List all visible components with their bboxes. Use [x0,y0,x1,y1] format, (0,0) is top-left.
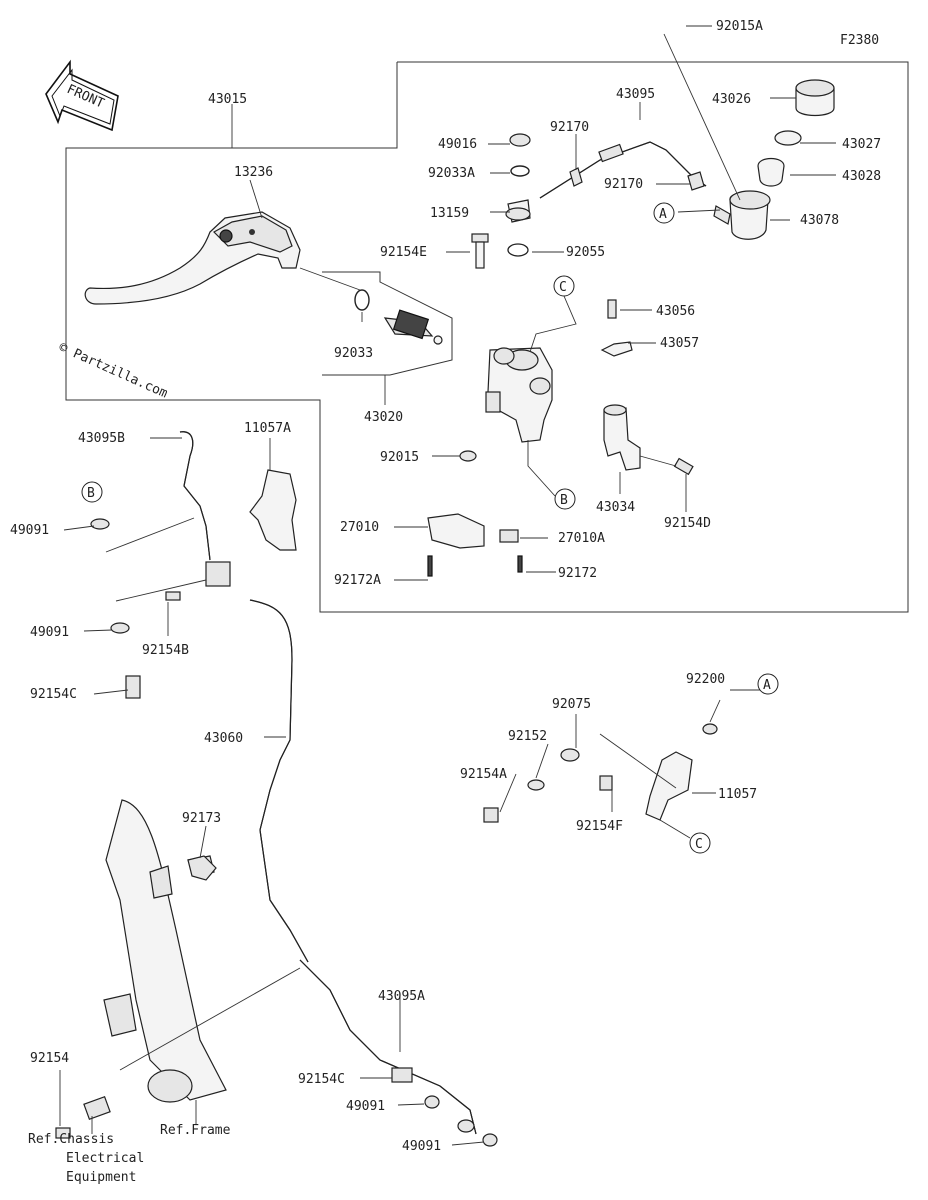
label-49091-lower: 49091 [346,1099,385,1114]
hose-joint [205,561,231,587]
callout-c-upper: C [529,275,577,353]
label-92154d: 92154D [664,516,711,531]
label-27010: 27010 [340,520,379,535]
hose-fitting [505,133,531,257]
label-27010a: 27010A [558,531,605,546]
label-43078: 43078 [800,213,839,228]
figure-code: F2380 [840,33,879,48]
label-43015: 43015 [208,92,247,107]
callout-a-lower: A [757,673,779,695]
label-92055: 92055 [566,245,605,260]
label-11057a: 11057A [244,421,291,436]
svg-text:C: C [559,280,567,295]
leader-lines [59,25,836,1146]
part-labels: 92015A 43015 43095 43026 49016 92170 430… [10,19,881,1185]
label-92170-upper: 92170 [550,120,589,135]
label-49091-bottom: 49091 [402,1139,441,1154]
label-43056: 43056 [656,304,695,319]
callout-b-lower: B [81,481,103,503]
label-43095a: 43095A [378,989,425,1004]
assembly-boundary [65,61,909,613]
label-43027: 43027 [842,137,881,152]
label-ref-electrical: Electrical [66,1151,144,1166]
label-92154c-bottom: 92154C [298,1072,345,1087]
label-92170-lower: 92170 [604,177,643,192]
label-92015a: 92015A [716,19,763,34]
label-92154f: 92154F [576,819,623,834]
bolt-92154d [673,457,694,476]
svg-text:A: A [763,678,771,693]
label-92154: 92154 [30,1051,69,1066]
callout-a-upper: A [653,202,675,224]
label-92015: 92015 [380,450,419,465]
svg-text:B: B [87,486,95,501]
label-43095: 43095 [616,87,655,102]
svg-text:B: B [560,493,568,508]
bracket-11057a [249,469,297,551]
label-43034: 43034 [596,500,635,515]
bracket-11057 [483,723,718,823]
label-92075: 92075 [552,697,591,712]
label-ref-chassis: Ref.Chassis [28,1132,114,1147]
label-13159: 13159 [430,206,469,221]
label-43026: 43026 [712,92,751,107]
label-43060: 43060 [204,731,243,746]
clutch-switch [427,513,523,577]
label-43057: 43057 [660,336,699,351]
label-49091-middle: 49091 [30,625,69,640]
callout-c-lower: C [689,832,711,854]
reservoir-hose [539,141,707,199]
label-92173: 92173 [182,811,221,826]
svg-text:C: C [695,837,703,852]
watermark: © Partzilla.com [56,340,170,402]
clutch-lever [84,211,301,305]
reservoir [713,79,835,240]
piston-kit [354,289,443,345]
master-cylinder-body [485,347,553,443]
label-ref-equipment: Equipment [66,1170,136,1185]
label-92154e: 92154E [380,245,427,260]
label-49091-upper: 49091 [10,523,49,538]
callout-b-upper: B [527,440,576,510]
label-92172: 92172 [558,566,597,581]
label-92033a: 92033A [428,166,475,181]
label-ref-frame: Ref.Frame [160,1123,231,1138]
bottom-fasteners [55,1067,498,1147]
label-92154c-left: 92154C [30,687,77,702]
clip-92173 [187,855,217,881]
label-92200: 92200 [686,672,725,687]
label-92152: 92152 [508,729,547,744]
label-13236: 13236 [234,165,273,180]
clamp-holder [603,404,641,471]
label-43095b: 43095B [78,431,125,446]
label-92154b: 92154B [142,643,189,658]
label-92172a: 92172A [334,573,381,588]
label-92033: 92033 [334,346,373,361]
frame-reference [103,799,227,1103]
bleeder-valve [600,299,633,357]
label-49016: 49016 [438,137,477,152]
label-92154a: 92154A [460,767,507,782]
bolt-92154e [471,233,489,269]
label-43028: 43028 [842,169,881,184]
front-arrow-icon: FRONT [45,59,119,132]
label-43020: 43020 [364,410,403,425]
banjo-bolt-group [90,518,181,699]
svg-text:A: A [659,207,667,222]
nut-92015 [459,450,477,462]
subassembly-boundary [322,271,453,376]
label-11057: 11057 [718,787,757,802]
pipe-43060 [249,599,309,963]
hose-43095b [179,431,211,561]
